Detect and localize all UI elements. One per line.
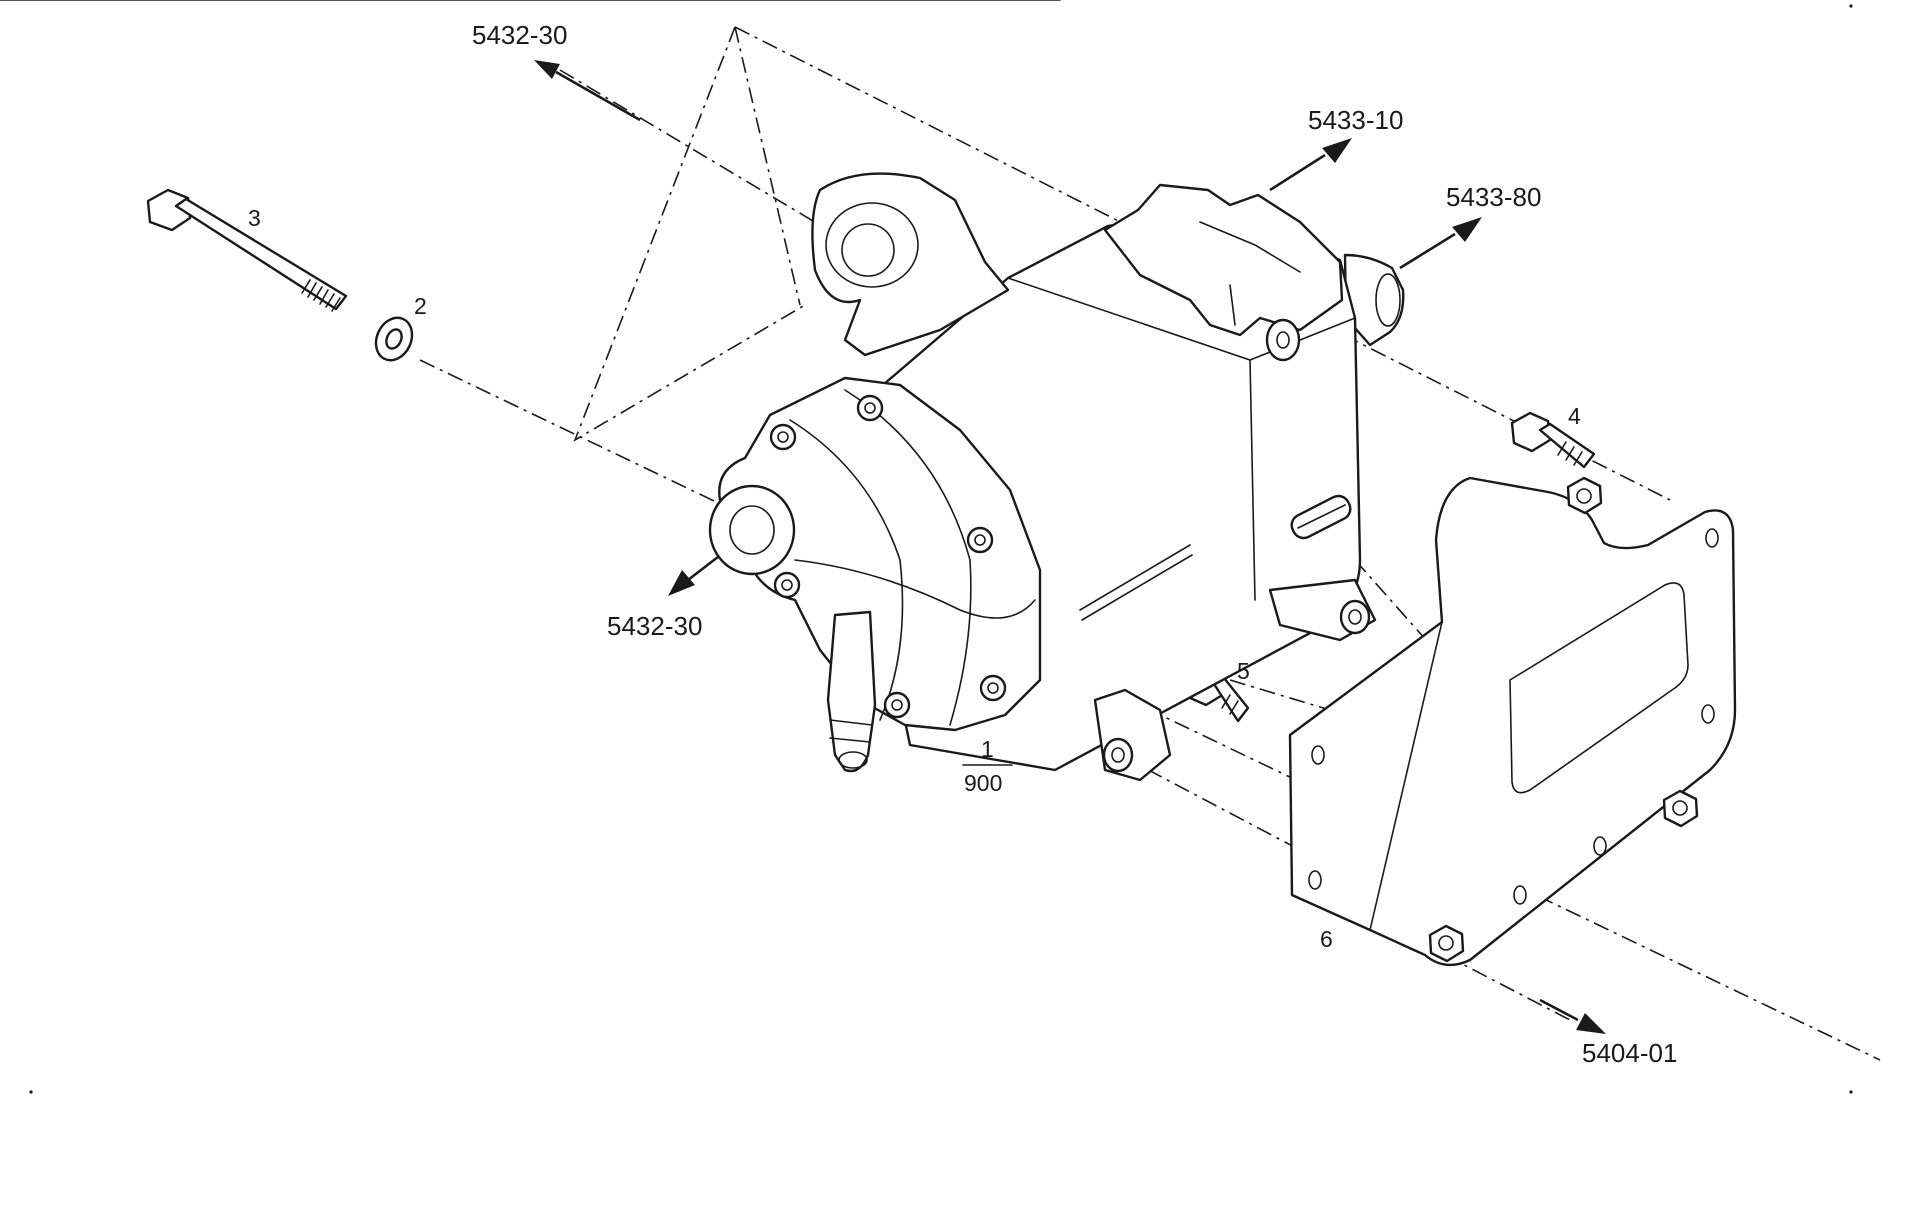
- bolt-long-icon: [146, 188, 348, 312]
- ref-label-top-right-1: 5433-10: [1308, 105, 1403, 135]
- item-label-bolt-short-bottom: 5: [1237, 658, 1250, 684]
- ref-label-top-left: 5432-30: [472, 20, 567, 50]
- item-label-bolt-short-top: 4: [1568, 403, 1581, 429]
- washer-icon: [374, 316, 414, 362]
- item-label-bolt-long: 3: [248, 205, 261, 231]
- leader-triangle-right: [734, 26, 801, 306]
- reference-labels: 5432-30 5433-10 5433-80 5432-30 5404-01: [472, 20, 1677, 1068]
- gasket-plate-icon: [1288, 476, 1737, 967]
- arrow-5432-30-top: [534, 60, 641, 122]
- bolt-short-top-icon: [1510, 411, 1596, 469]
- centerline-5404: [1444, 954, 1571, 1021]
- frame-marks: [29, 4, 1853, 1094]
- item-label-washer: 2: [414, 293, 427, 319]
- ref-label-bottom-right: 5404-01: [1582, 1038, 1677, 1068]
- ref-label-left-mid: 5432-30: [607, 611, 702, 641]
- arrow-5404-01: [1539, 998, 1606, 1034]
- centerline-right: [1354, 559, 1436, 651]
- item-label-main-unit-number: 1: [981, 736, 994, 762]
- arrow-5433-80: [1399, 217, 1482, 270]
- item-labels: 3 2 4 5 6 1 900: [248, 205, 1581, 952]
- reference-arrows: [534, 60, 1606, 1034]
- item-label-main-unit-qty: 900: [964, 770, 1002, 796]
- main-unit-icon: [0, 0, 1405, 782]
- arrow-5433-10: [1269, 138, 1352, 192]
- item-label-gasket-plate: 6: [1320, 926, 1333, 952]
- ref-label-top-right-2: 5433-80: [1446, 182, 1541, 212]
- leader-triangle-left: [573, 26, 806, 442]
